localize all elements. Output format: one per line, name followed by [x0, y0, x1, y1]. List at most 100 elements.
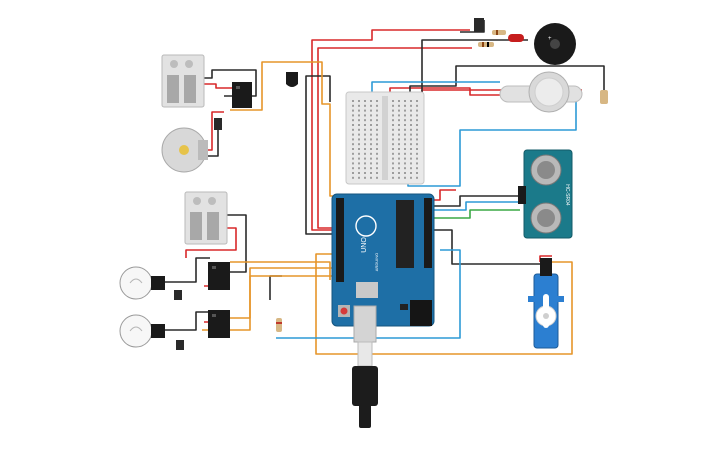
temperature-sensor[interactable] [286, 72, 298, 87]
light-bulb-1[interactable] [119, 266, 165, 300]
breadboard-hole [352, 104, 354, 107]
arduino-logo-icon [355, 215, 377, 237]
breadboard-hole [416, 114, 418, 117]
breadboard-hole [352, 100, 354, 102]
breadboard-hole [410, 157, 412, 160]
power-plug-1[interactable] [161, 54, 205, 108]
dc-motor[interactable] [161, 127, 208, 173]
breadboard-hole [410, 109, 412, 112]
breadboard-hole [392, 162, 394, 165]
relay-3[interactable] [208, 310, 230, 338]
wire-black[interactable] [421, 39, 528, 96]
resistor[interactable] [600, 90, 608, 104]
transistor[interactable] [174, 290, 182, 300]
breadboard-hole [364, 104, 366, 107]
breadboard-hole [416, 143, 418, 146]
wire-orange[interactable] [230, 61, 338, 197]
breadboard-hole [404, 128, 406, 131]
wire-black[interactable] [160, 257, 210, 283]
wire-orange[interactable] [315, 253, 573, 355]
breadboard-hole [404, 162, 406, 165]
wire-red[interactable] [200, 83, 232, 89]
breadboard-hole [364, 128, 366, 131]
breadboard[interactable] [345, 91, 425, 185]
breadboard-hole [364, 138, 366, 141]
wire-black[interactable] [425, 195, 520, 207]
breadboard-hole [404, 104, 406, 107]
wire-orange[interactable] [230, 261, 331, 280]
breadboard-hole [404, 176, 406, 179]
breadboard-hole [410, 167, 412, 170]
breadboard-hole [398, 109, 400, 112]
resistor[interactable] [478, 42, 494, 47]
wire-black[interactable] [269, 275, 282, 300]
buzzer[interactable]: + [534, 23, 576, 65]
breadboard-hole [392, 114, 394, 117]
breadboard-hole [410, 124, 412, 126]
breadboard-hole [404, 114, 406, 117]
relay-2[interactable] [208, 262, 230, 290]
breadboard-hole [352, 124, 354, 126]
breadboard-hole [358, 109, 360, 112]
breadboard-hole [398, 100, 400, 102]
breadboard-hole [398, 124, 400, 126]
wire-blue[interactable] [371, 81, 500, 96]
ultrasonic-sensor[interactable]: HC-SR04 [518, 149, 573, 239]
breadboard-hole [358, 172, 360, 174]
breadboard-hole [416, 172, 418, 174]
led-red[interactable] [508, 34, 524, 42]
breadboard-hole [416, 119, 418, 122]
sensor-label: HC-SR04 [564, 184, 570, 206]
wire-blue[interactable] [407, 102, 577, 187]
slide-switch[interactable] [474, 18, 484, 32]
breadboard-hole [410, 128, 412, 131]
breadboard-hole [364, 152, 366, 155]
breadboard-hole [410, 176, 412, 179]
breadboard-hole [392, 172, 394, 174]
breadboard-hole [358, 114, 360, 117]
breadboard-hole [398, 162, 400, 165]
wire-red[interactable] [317, 47, 472, 229]
resistor[interactable] [492, 30, 506, 35]
breadboard-hole [358, 119, 360, 122]
wire-black[interactable] [305, 75, 336, 235]
breadboard-hole [352, 167, 354, 170]
wire-blue[interactable] [425, 201, 520, 211]
breadboard-hole [416, 133, 418, 136]
resistor[interactable] [276, 318, 282, 332]
power-plug-2[interactable] [184, 191, 228, 245]
gas-sensor[interactable] [499, 71, 583, 113]
wire-red[interactable] [311, 29, 470, 231]
breadboard-hole [392, 143, 394, 146]
breadboard-hole [398, 157, 400, 160]
breadboard-hole [364, 109, 366, 112]
breadboard-hole [404, 100, 406, 102]
breadboard-hole [352, 162, 354, 165]
breadboard-hole [404, 124, 406, 126]
wire-green[interactable] [425, 209, 520, 219]
arduino-uno[interactable]: UNO ARDUINO [331, 193, 435, 327]
breadboard-hole [392, 138, 394, 141]
breadboard-hole [358, 100, 360, 102]
wire-black[interactable] [430, 229, 540, 265]
transistor[interactable] [176, 340, 184, 350]
breadboard-hole [376, 124, 378, 126]
reset-button-cap [340, 307, 348, 315]
arduino-model-label: UNO [361, 237, 368, 253]
breadboard-hole [392, 148, 394, 150]
breadboard-hole [416, 138, 418, 141]
wire-black[interactable] [409, 65, 605, 96]
breadboard-hole [392, 119, 394, 122]
wire-black[interactable] [160, 311, 208, 331]
relay-1[interactable] [232, 82, 252, 108]
wire-red[interactable] [185, 227, 237, 258]
light-bulb-2[interactable] [119, 314, 165, 348]
servo-motor[interactable] [528, 258, 564, 349]
breadboard-hole [410, 138, 412, 141]
breadboard-hole [410, 172, 412, 174]
transistor[interactable] [214, 118, 222, 130]
breadboard-hole [352, 114, 354, 117]
usb-cable[interactable] [352, 305, 378, 428]
breadboard-hole [364, 119, 366, 122]
wire-black[interactable] [225, 214, 247, 273]
